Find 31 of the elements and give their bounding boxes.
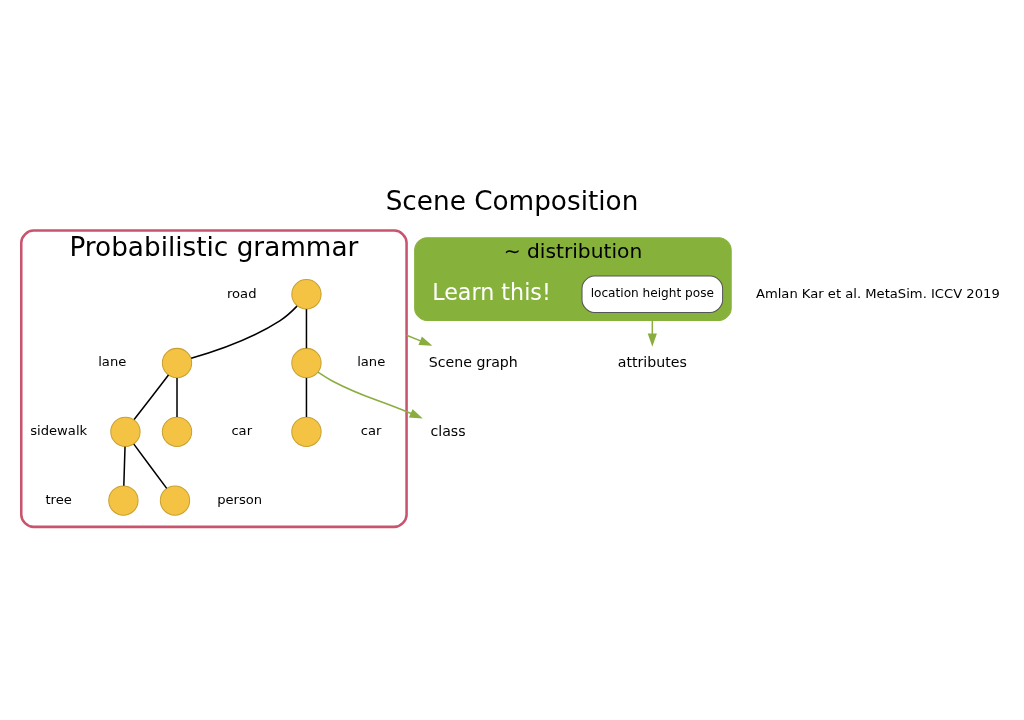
connector — [190, 305, 298, 359]
connector — [123, 445, 126, 487]
node-label: tree — [45, 492, 72, 508]
connector — [176, 377, 178, 418]
label: Amlan Kar et al. MetaSim. ICCV 2019 — [755, 285, 1000, 301]
arrow — [317, 371, 423, 419]
connector — [305, 308, 308, 349]
node-circle — [291, 279, 322, 310]
node-label: lane — [98, 354, 127, 370]
node-circle — [110, 416, 141, 447]
diagram-title: Scene Composition — [385, 186, 639, 217]
node-circle — [159, 485, 191, 516]
node-label: person — [217, 492, 263, 508]
node-circle — [161, 347, 193, 379]
node-label: lane — [357, 354, 386, 370]
node-circle — [291, 347, 322, 379]
node-text: Scene graph — [428, 353, 518, 370]
connector — [133, 374, 170, 421]
node-box: location height pose — [581, 275, 724, 313]
node-label: car — [360, 423, 382, 439]
node-label: car — [231, 423, 253, 439]
node-circle — [291, 416, 322, 447]
node-label: sidewalk — [30, 423, 88, 439]
node-circle — [108, 485, 139, 516]
node-circle — [161, 416, 193, 447]
node-label: road — [226, 285, 257, 301]
arrow — [405, 334, 433, 346]
connector — [305, 377, 308, 418]
node-text: attributes — [617, 353, 687, 370]
connector — [133, 443, 168, 490]
node-text: class — [430, 422, 466, 439]
